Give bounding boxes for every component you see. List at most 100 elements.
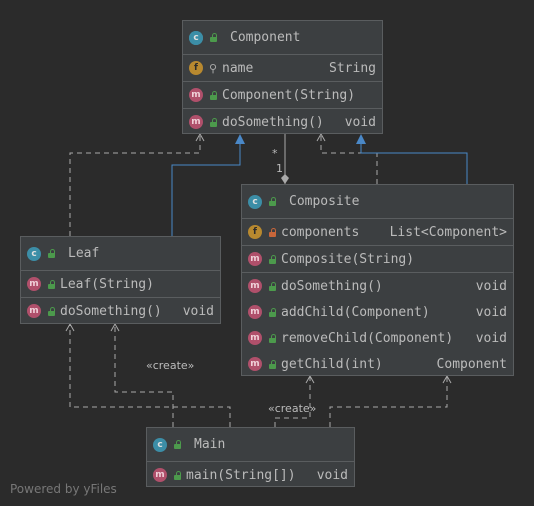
method-name: doSomething(): [60, 303, 162, 319]
field-row[interactable]: f ⚲ name String: [183, 55, 382, 81]
private-icon: [268, 227, 277, 237]
edge-composite-dependency: [320, 134, 378, 184]
method-name: removeChild(Component): [281, 330, 454, 346]
method-name: addChild(Component): [281, 304, 430, 320]
method-type: void: [344, 114, 376, 130]
method-name: getChild(int): [281, 356, 383, 372]
edge-main-create-leaf-arrow: [110, 322, 120, 332]
method-row[interactable]: m doSomething() void: [183, 108, 382, 135]
public-icon: [268, 254, 277, 264]
public-icon: [268, 333, 277, 343]
public-icon: [268, 281, 277, 291]
method-name: Composite(String): [281, 251, 415, 267]
edge-composite-inheritance: [360, 144, 468, 184]
field-name: name: [222, 60, 254, 76]
public-icon: [173, 440, 182, 449]
edge-leaf-inheritance: [171, 144, 241, 236]
watermark: Powered by yFiles: [10, 482, 117, 496]
multiplicity-many: *: [272, 147, 278, 160]
method-type: void: [475, 278, 507, 294]
field-icon: f: [248, 225, 262, 239]
node-component-header: c Component: [183, 21, 382, 55]
node-component-title: Component: [230, 30, 301, 45]
edge-main-leaf-left: [69, 324, 231, 427]
runnable-class-icon: c: [153, 437, 167, 452]
method-type: void: [475, 330, 507, 346]
public-icon: [173, 470, 182, 480]
edge-main-leaf-left-arrow: [65, 322, 75, 332]
edge-composite-inheritance-arrow: [356, 134, 366, 144]
method-icon: m: [248, 331, 262, 345]
constructor-row[interactable]: m Composite(String): [242, 245, 513, 272]
create-label-composite: «create»: [268, 402, 317, 415]
node-main-header: c Main: [147, 428, 354, 462]
edge-main-create-composite: [274, 376, 311, 427]
node-composite[interactable]: c Composite f components List<Component>…: [241, 184, 514, 376]
edge-main-create-leaf: [114, 324, 174, 427]
class-icon: c: [27, 246, 41, 261]
edge-leaf-dependency: [69, 134, 201, 236]
public-icon: [268, 359, 277, 369]
method-icon: m: [248, 357, 262, 371]
field-icon: f: [189, 61, 203, 75]
method-row[interactable]: m removeChild(Component) void: [242, 325, 513, 351]
create-label-leaf: «create»: [146, 359, 195, 372]
edge-main-create-composite-arrow: [305, 374, 315, 384]
public-icon: [209, 117, 218, 127]
node-leaf[interactable]: c Leaf m Leaf(String) m doSomething() vo…: [20, 236, 221, 324]
method-row[interactable]: m doSomething() void: [21, 297, 220, 324]
edge-leaf-inheritance-arrow: [235, 134, 245, 144]
field-name: components: [281, 224, 360, 240]
public-icon: [47, 306, 56, 316]
node-component[interactable]: c Component f ⚲ name String m Component(…: [182, 20, 383, 134]
edge-main-composite-right-arrow: [442, 374, 452, 384]
node-main-title: Main: [194, 437, 226, 452]
public-icon: [268, 197, 277, 206]
public-icon: [268, 307, 277, 317]
method-name: Leaf(String): [60, 276, 154, 292]
constructor-row[interactable]: m Leaf(String): [21, 271, 220, 297]
method-type: void: [316, 467, 348, 483]
node-composite-title: Composite: [289, 194, 360, 209]
public-icon: [209, 90, 218, 100]
multiplicity-one: 1: [276, 162, 283, 175]
class-icon: c: [248, 194, 262, 209]
node-leaf-header: c Leaf: [21, 237, 220, 271]
key-icon: ⚲: [209, 61, 218, 75]
method-type: void: [182, 303, 214, 319]
interface-icon: c: [189, 30, 203, 45]
method-name: doSomething(): [281, 278, 383, 294]
node-main[interactable]: c Main m main(String[]) void: [146, 427, 355, 487]
method-icon: m: [248, 279, 262, 293]
public-icon: [209, 33, 218, 42]
method-type: void: [475, 304, 507, 320]
edge-composite-dependency-arrow: [316, 132, 326, 142]
field-type: String: [329, 60, 376, 76]
method-icon: m: [248, 305, 262, 319]
constructor-row[interactable]: m Component(String): [183, 81, 382, 108]
static-method-icon: m: [153, 468, 167, 482]
method-icon: m: [189, 88, 203, 102]
node-leaf-title: Leaf: [68, 246, 100, 261]
edge-leaf-dependency-arrow: [195, 132, 205, 142]
node-composite-header: c Composite: [242, 185, 513, 219]
edge-main-composite-right: [329, 376, 448, 427]
public-icon: [47, 249, 56, 258]
method-row[interactable]: m addChild(Component) void: [242, 299, 513, 325]
abstract-method-icon: m: [189, 115, 203, 129]
method-icon: m: [248, 252, 262, 266]
method-row[interactable]: m getChild(int) Component: [242, 351, 513, 377]
method-name: doSomething(): [222, 114, 324, 130]
method-row[interactable]: m main(String[]) void: [147, 462, 354, 488]
field-type: List<Component>: [389, 224, 507, 240]
field-row[interactable]: f components List<Component>: [242, 219, 513, 245]
edge-composite-aggregation-diamond: [281, 174, 289, 184]
method-icon: m: [27, 304, 41, 318]
method-name: main(String[]): [186, 467, 296, 483]
public-icon: [47, 279, 56, 289]
method-name: Component(String): [222, 87, 356, 103]
method-type: Component: [436, 356, 507, 372]
method-icon: m: [27, 277, 41, 291]
method-row[interactable]: m doSomething() void: [242, 272, 513, 299]
